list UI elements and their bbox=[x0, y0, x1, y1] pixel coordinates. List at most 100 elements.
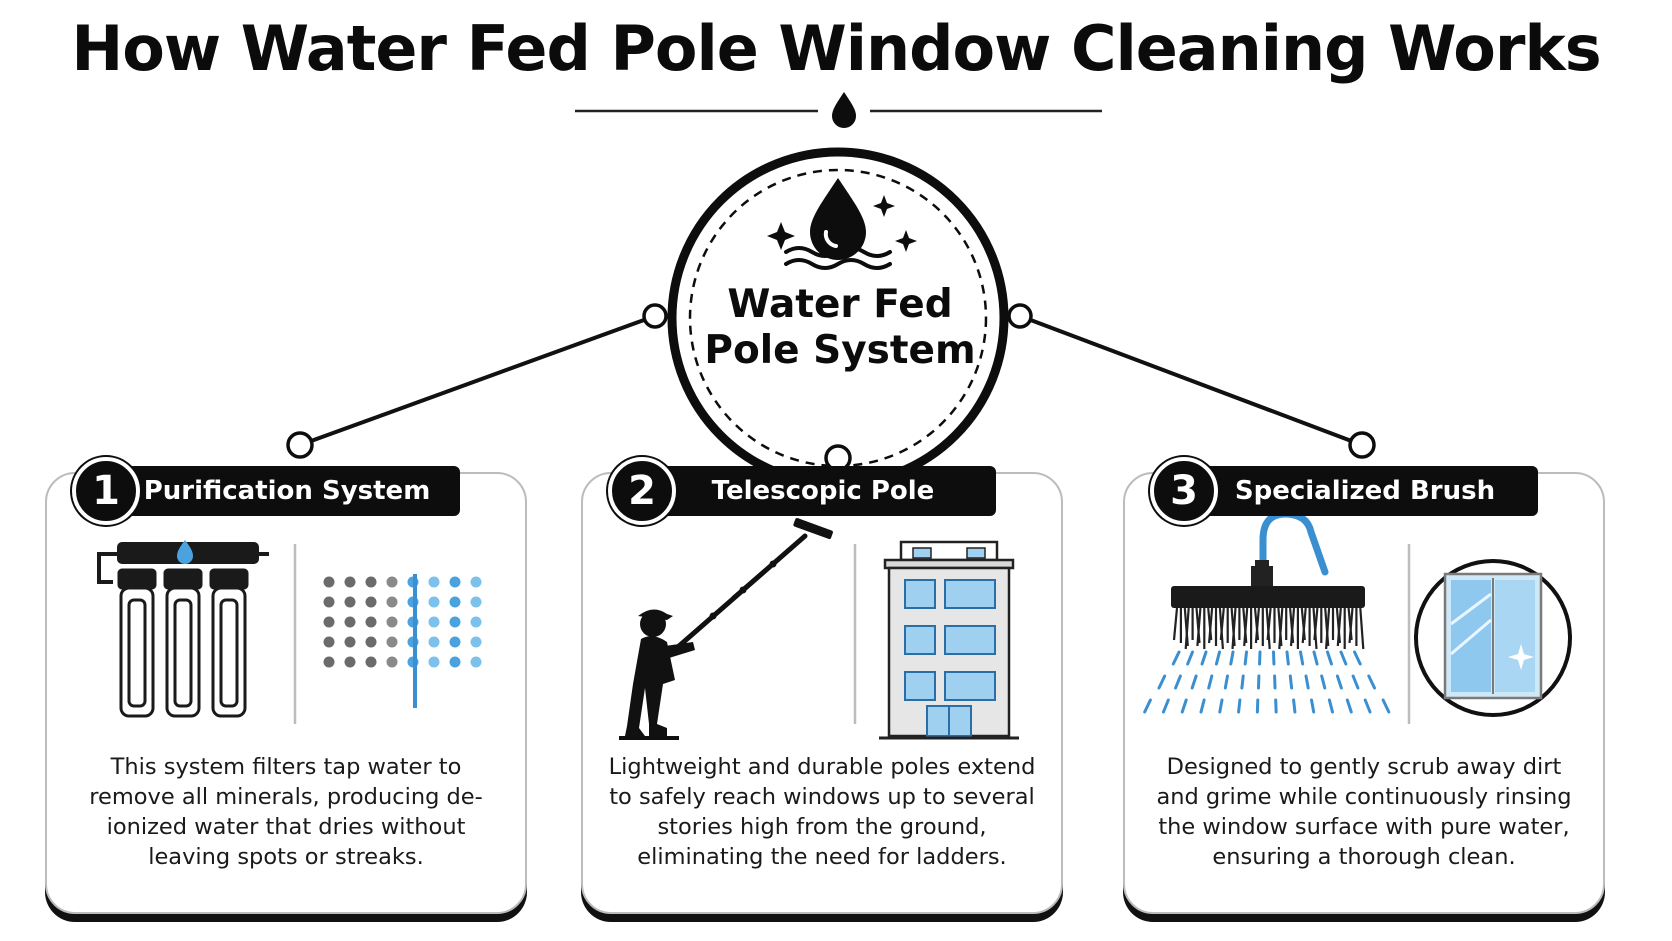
mineral-dot bbox=[365, 636, 377, 648]
mineral-dot bbox=[323, 656, 335, 668]
water-spray-drop bbox=[1312, 650, 1319, 666]
mineral-dot bbox=[386, 576, 398, 588]
connector-node-card-1 bbox=[286, 431, 314, 459]
bristle bbox=[1172, 607, 1179, 641]
connector-line-1 bbox=[299, 314, 656, 447]
water-spray-drop bbox=[1240, 674, 1245, 690]
bristle bbox=[1325, 607, 1331, 650]
mineral-dot bbox=[386, 636, 398, 648]
mineral-dot bbox=[323, 636, 335, 648]
water-spray-drop bbox=[1199, 698, 1206, 714]
card-1-illustration bbox=[97, 540, 482, 724]
bristle bbox=[1254, 607, 1260, 644]
page-title: How Water Fed Pole Window Cleaning Works bbox=[71, 12, 1601, 85]
water-spray-drop bbox=[1326, 650, 1333, 666]
worker-icon bbox=[619, 609, 695, 740]
wave-icon bbox=[784, 246, 892, 270]
mineral-dot bbox=[470, 616, 482, 628]
mineral-dot bbox=[470, 576, 482, 588]
brush-icon bbox=[1143, 510, 1391, 714]
bristle bbox=[1266, 607, 1272, 641]
bristle bbox=[1184, 607, 1190, 650]
building-icon bbox=[879, 540, 1019, 740]
mineral-dot bbox=[449, 616, 461, 628]
mineral-dot bbox=[428, 656, 440, 668]
water-spray-drop bbox=[1190, 674, 1198, 690]
center-label: Water Fed Pole System bbox=[660, 282, 1020, 374]
card-3-illustration bbox=[1143, 510, 1572, 724]
water-spray-drop bbox=[1299, 650, 1305, 666]
water-spray-drop bbox=[1157, 674, 1167, 690]
bristle bbox=[1278, 607, 1284, 650]
water-spray-drop bbox=[1367, 674, 1377, 690]
mineral-dot bbox=[449, 596, 461, 608]
step-card-purification: This system filters tap water to remove … bbox=[45, 472, 527, 914]
water-spray-drop bbox=[1243, 650, 1248, 666]
sparkle-icon bbox=[767, 195, 917, 252]
mineral-dot bbox=[365, 656, 377, 668]
mineral-dot bbox=[365, 596, 377, 608]
bristle bbox=[1208, 607, 1214, 644]
mineral-dot bbox=[470, 596, 482, 608]
water-spray-drop bbox=[1237, 698, 1242, 714]
water-spray-drop bbox=[1327, 698, 1334, 714]
connector-line-3 bbox=[1019, 314, 1363, 447]
connector-node-left bbox=[642, 303, 668, 329]
mineral-dot bbox=[365, 576, 377, 588]
water-spray-drop bbox=[1292, 698, 1297, 714]
mineral-dot bbox=[344, 656, 356, 668]
filter-icon bbox=[97, 540, 269, 718]
connector-node-card-3 bbox=[1348, 431, 1376, 459]
water-spray-drop bbox=[1186, 650, 1194, 666]
mineral-dot bbox=[449, 636, 461, 648]
step-3-description: Designed to gently scrub away dirt and g… bbox=[1156, 754, 1572, 870]
mineral-dot bbox=[365, 616, 377, 628]
mineral-dot bbox=[386, 616, 398, 628]
mineral-dot bbox=[428, 636, 440, 648]
water-spray-drop bbox=[1381, 698, 1391, 714]
mineral-dot bbox=[386, 596, 398, 608]
water-spray-drop bbox=[1353, 650, 1362, 666]
center-label-line-2: Pole System bbox=[704, 328, 976, 373]
mineral-dots-icon bbox=[323, 576, 482, 668]
water-spray-drop bbox=[1143, 698, 1152, 714]
title-divider-drop-icon bbox=[832, 92, 856, 128]
step-2-description: Lightweight and durable poles extend to … bbox=[608, 754, 1036, 870]
water-spray-drop bbox=[1288, 674, 1294, 690]
bristle bbox=[1289, 607, 1296, 647]
mineral-dot bbox=[470, 656, 482, 668]
water-spray-drop bbox=[1335, 674, 1343, 690]
connector-node-right bbox=[1007, 303, 1033, 329]
mineral-dot bbox=[344, 596, 356, 608]
center-water-drop-icon bbox=[810, 178, 866, 260]
step-2-number-badge: 2 bbox=[608, 457, 676, 525]
bristle bbox=[1196, 607, 1202, 647]
water-spray-drop bbox=[1223, 674, 1229, 690]
water-spray-drop bbox=[1180, 698, 1188, 714]
bristle bbox=[1313, 607, 1319, 641]
mineral-dot bbox=[344, 616, 356, 628]
water-spray-drop bbox=[1304, 674, 1310, 690]
mineral-dot bbox=[428, 596, 440, 608]
water-spray-drop bbox=[1320, 674, 1327, 690]
water-spray-drop bbox=[1200, 650, 1208, 666]
center-label-line-1: Water Fed bbox=[727, 282, 953, 327]
step-1-number-badge: 1 bbox=[72, 457, 140, 525]
water-spray-drop bbox=[1218, 698, 1224, 714]
bristle bbox=[1336, 607, 1342, 647]
step-card-specialized-brush: Designed to gently scrub away dirt and g… bbox=[1123, 472, 1605, 914]
water-spray-drop bbox=[1229, 650, 1235, 666]
water-spray-drop bbox=[1351, 674, 1360, 690]
mineral-dot bbox=[449, 656, 461, 668]
window-icon bbox=[1414, 559, 1572, 717]
step-card-telescopic-pole: Lightweight and durable poles extend to … bbox=[581, 472, 1063, 914]
water-spray-drop bbox=[1339, 650, 1348, 666]
card-2-illustration bbox=[619, 518, 1019, 740]
filter-water-drop-icon bbox=[177, 540, 193, 564]
water-spray-drop bbox=[1214, 650, 1221, 666]
mineral-dot bbox=[323, 596, 335, 608]
step-3-title: Specialized Brush bbox=[1192, 466, 1538, 516]
mineral-dot bbox=[386, 656, 398, 668]
mineral-dot bbox=[323, 576, 335, 588]
